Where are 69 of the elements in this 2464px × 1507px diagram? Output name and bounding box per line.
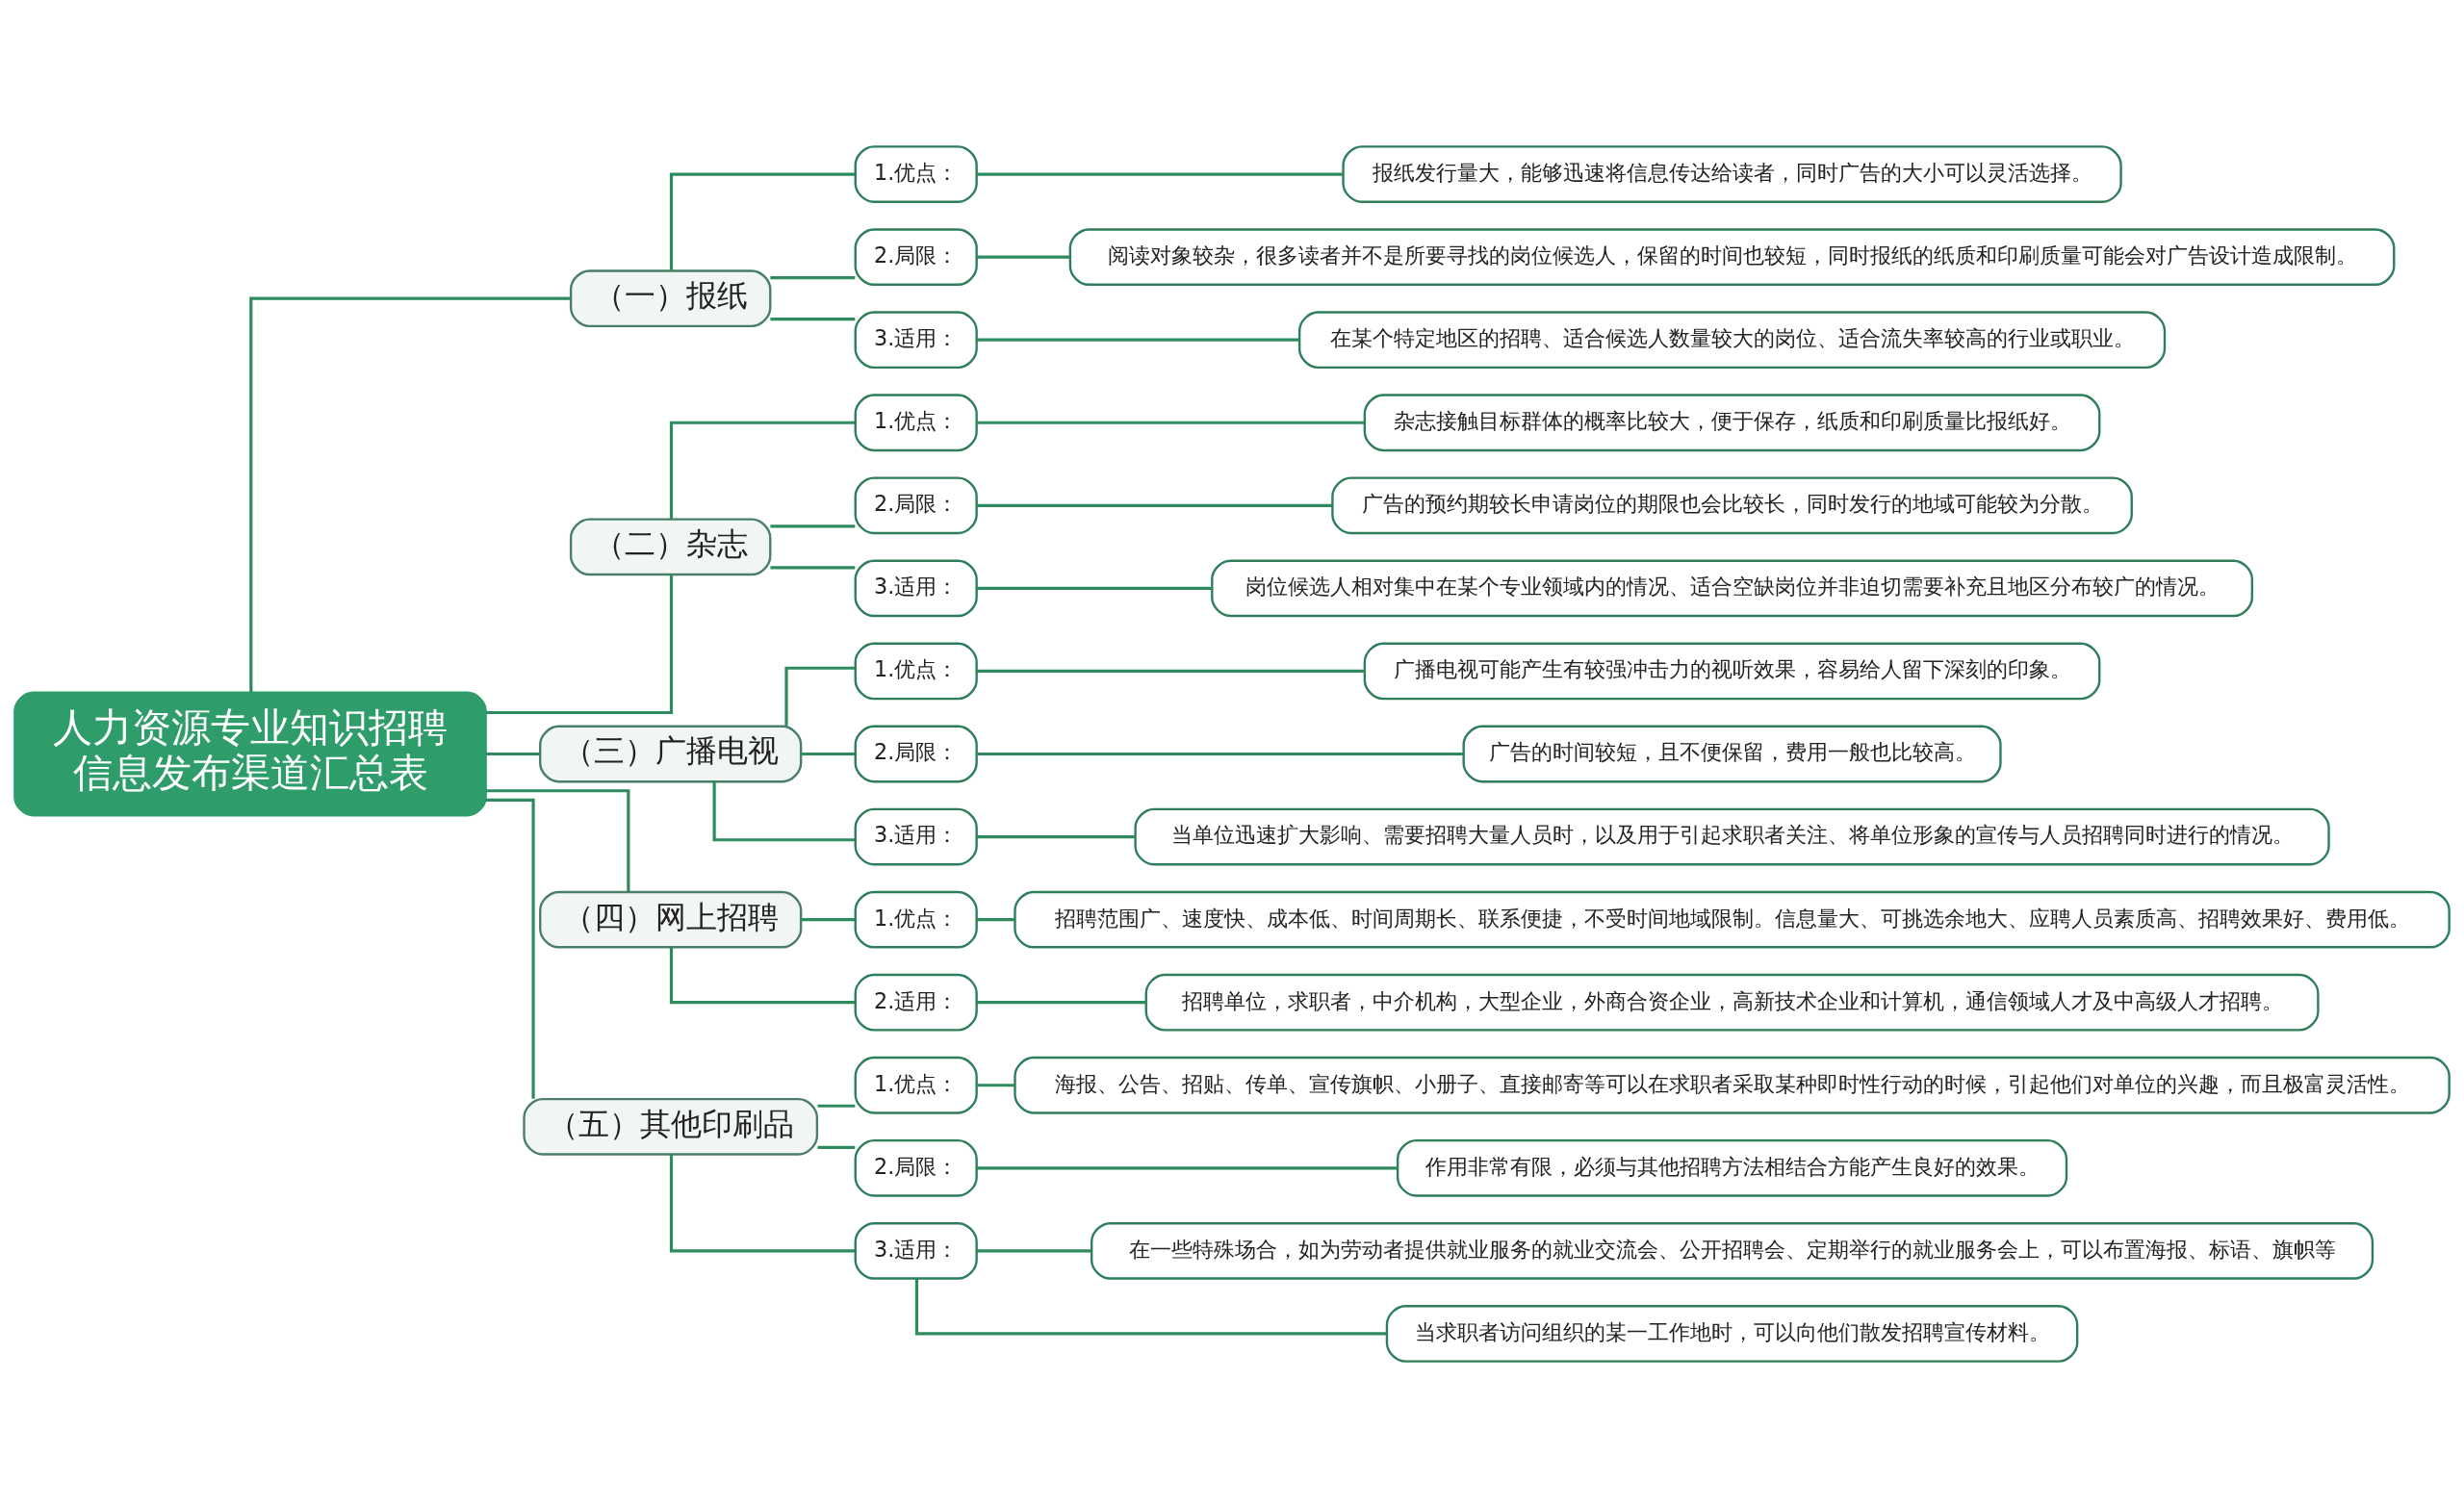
node-box: 2.局限： (854, 475, 978, 534)
node-box: 报纸发行量大，能够迅速将信息传达给读者，同时广告的大小可以灵活选择。 (1342, 144, 2122, 203)
node-box: 广告的时间较短，且不便保留，费用一般也比较高。 (1462, 725, 2002, 782)
connector (669, 947, 856, 1004)
connector (485, 788, 630, 892)
node-box: 当单位迅速扩大影响、需要招聘大量人员时，以及用于引起求职者关注、将单位形象的宣传与人员招聘同时进行的情况。 (1134, 807, 2330, 865)
connector (669, 421, 856, 519)
node-box: 1.优点： (854, 890, 978, 948)
connector (770, 524, 856, 527)
node-box: 阅读对象较杂，很多读者并不是所要寻找的岗位候选人，保留的时间也较短，同时报纸的纸质和印刷质量可能会对广告设计造成限制。 (1068, 227, 2396, 286)
connector (770, 275, 856, 279)
node-box: 1.优点： (854, 1056, 978, 1114)
node-box: （五）其他印刷品 (523, 1097, 819, 1156)
connector (976, 171, 1344, 176)
node-box: （三）广播电视 (539, 725, 803, 782)
node-box: （四）网上招聘 (539, 890, 803, 948)
connector (976, 1083, 1014, 1086)
connector (976, 1248, 1091, 1252)
node-box: 杂志接触目标群体的概率比较大，便于保存，纸质和印刷质量比报纸好。 (1363, 393, 2101, 451)
connector (784, 666, 856, 727)
connector (976, 669, 1365, 673)
node-box: 2.局限： (854, 227, 978, 286)
node-box: 在一些特殊场合，如为劳动者提供就业服务的就业交流会、公开招聘会、定期举行的就业服务会上，可以布置海报、标语、旗帜等 (1090, 1221, 2374, 1280)
node-box: 2.适用： (854, 973, 978, 1032)
node-box: 招聘单位，求职者，中介机构，大型企业，外商合资企业，高新技术企业和计算机，通信领域人才及中高级人才招聘。 (1144, 973, 2320, 1032)
connector (976, 338, 1299, 342)
node-box: 3.适用： (854, 1221, 978, 1280)
connector (914, 1278, 1387, 1336)
connector (486, 752, 540, 755)
connector (770, 317, 856, 320)
connector (770, 565, 856, 569)
node-box: 1.优点： (854, 144, 978, 203)
node-box: 广播电视可能产生有较强冲击力的视听效果，容易给人留下深刻的印象。 (1363, 642, 2101, 700)
node-box: 3.适用： (854, 559, 978, 617)
connector (801, 752, 856, 755)
node-box: （二）杂志 (569, 517, 772, 575)
connector (817, 1104, 856, 1108)
connector (976, 752, 1464, 755)
node-box: 人力资源专业知识招聘信息发布渠道汇总表 (13, 691, 487, 816)
connector (485, 575, 674, 714)
connector (669, 1154, 856, 1252)
connector (976, 834, 1136, 838)
node-box: 海报、公告、招贴、传单、宣传旗帜、小册子、直接邮寄等可以在求职者采取某种即时性行动的时候，引起他们对单位的兴趣，而且极富灵活性。 (1014, 1056, 2451, 1114)
node-box: 1.优点： (854, 393, 978, 451)
connector (817, 1145, 856, 1149)
node-box: （一）报纸 (569, 268, 772, 327)
connector (485, 798, 535, 1099)
connector (801, 917, 856, 921)
node-box: 2.局限： (854, 725, 978, 782)
connector (976, 586, 1213, 590)
node-box: 3.适用： (854, 807, 978, 865)
connector (976, 421, 1365, 424)
connector (976, 917, 1014, 921)
node-box: 在某个特定地区的招聘、适合候选人数量较大的岗位、适合流失率较高的行业或职业。 (1297, 310, 2167, 369)
node-box: 当求职者访问组织的某一工作地时，可以向他们散发招聘宣传材料。 (1385, 1304, 2079, 1363)
connector (712, 780, 856, 841)
node-box: 广告的预约期较长申请岗位的期限也会比较长，同时发行的地域可能较为分散。 (1331, 475, 2133, 534)
connector (976, 1000, 1146, 1004)
node-box: 3.适用： (854, 310, 978, 369)
connector (976, 1165, 1398, 1169)
node-box: 1.优点： (854, 642, 978, 700)
connector (669, 171, 856, 270)
node-box: 招聘范围广、速度快、成本低、时间周期长、联系便捷，不受时间地域限制。信息量大、可挑选余地大、应聘人员素质高、招聘效果好、费用低。 (1014, 890, 2451, 948)
node-box: 2.局限： (854, 1138, 978, 1197)
connector (976, 503, 1333, 507)
connector (249, 296, 571, 693)
node-box: 岗位候选人相对集中在某个专业领域内的情况、适合空缺岗位并非迫切需要补充且地区分布较广的情况。 (1211, 559, 2254, 617)
node-box: 作用非常有限，必须与其他招聘方法相结合方能产生良好的效果。 (1396, 1138, 2068, 1197)
connector (976, 255, 1070, 259)
